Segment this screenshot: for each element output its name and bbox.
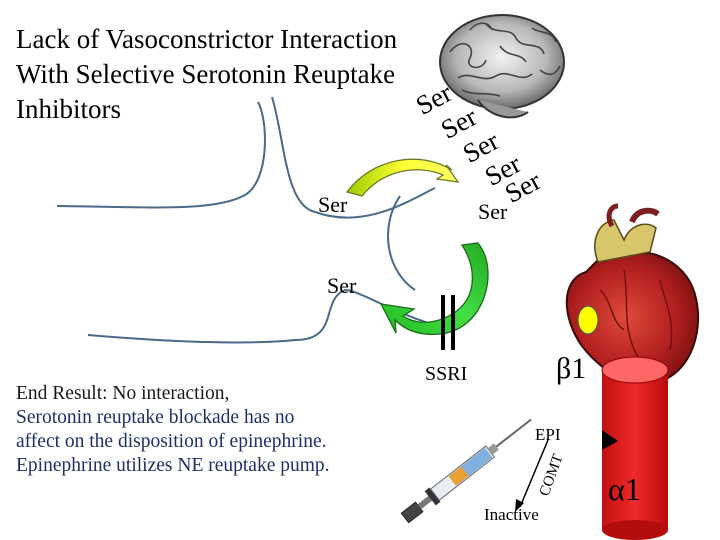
comt-label: COMT	[537, 452, 567, 498]
end-result-line-4: Epinephrine utilizes NE reuptake pump.	[16, 455, 330, 476]
end-result-line-1: End Result: No interaction,	[16, 383, 230, 404]
slide-title: Lack of Vasoconstrictor Interaction With…	[16, 22, 436, 127]
end-result-text: End Result: No interaction, Serotonin re…	[16, 382, 330, 478]
inactive-label: Inactive	[484, 505, 539, 524]
reuptake-arrow	[379, 242, 489, 336]
serotonin-label-terminal: Ser	[318, 192, 348, 217]
ssri-label: SSRI	[425, 363, 468, 385]
nerve-terminal	[56, 96, 446, 344]
heart-icon	[565, 203, 700, 385]
comt-arrow	[515, 439, 549, 512]
title-line-1: Lack of Vasoconstrictor Interaction	[16, 24, 398, 54]
end-result-line-2: Serotonin reuptake blockade has no	[16, 407, 295, 428]
end-result-line-3: affect on the disposition of epinephrine…	[16, 431, 327, 452]
release-arrow	[345, 158, 460, 197]
title-line-3: Inhibitors	[16, 94, 121, 124]
epi-label: EPI	[535, 425, 561, 444]
serotonin-label-synapse: Ser	[478, 199, 508, 224]
alpha1-label: α1	[608, 471, 641, 507]
beta1-receptor	[577, 305, 599, 335]
blood-vessel-icon	[601, 356, 669, 540]
syringe-icon	[400, 418, 532, 524]
title-line-2: With Selective Serotonin Reuptake	[16, 59, 396, 89]
alpha1-receptor	[602, 430, 618, 450]
serotonin-label-reuptake: Ser	[327, 273, 357, 298]
beta1-label: β1	[556, 352, 587, 385]
brain-icon	[439, 14, 565, 119]
ssri-blocker	[441, 295, 455, 350]
